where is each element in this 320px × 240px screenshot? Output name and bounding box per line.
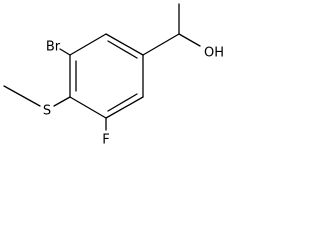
atom-label-fluorine: F [102, 133, 109, 148]
bond-ring-to-carbinol [142, 33, 180, 56]
ring-bond-c4-c5 [69, 96, 107, 119]
bond-ring-to-sulfur [53, 96, 71, 107]
atom-label-hydroxyl: OH [204, 46, 224, 61]
chemical-structure-diagram: Br S F OH [3, 3, 224, 148]
ring-bond-c3-c4 [105, 96, 144, 119]
bond-sulfur-to-methyl [3, 85, 41, 107]
atom-label-bromine: Br [46, 40, 61, 55]
double-bond-inner-c1-c2 [107, 40, 138, 59]
ring-bond-c6-c1 [69, 33, 107, 56]
atom-label-sulfur: S [43, 104, 51, 119]
bond-carbinol-to-hydroxyl [178, 33, 201, 47]
double-bond-inner-c3-c4 [107, 93, 138, 112]
ring-bond-c1-c2 [105, 33, 144, 56]
bond-ring-to-bromine [59, 48, 71, 56]
